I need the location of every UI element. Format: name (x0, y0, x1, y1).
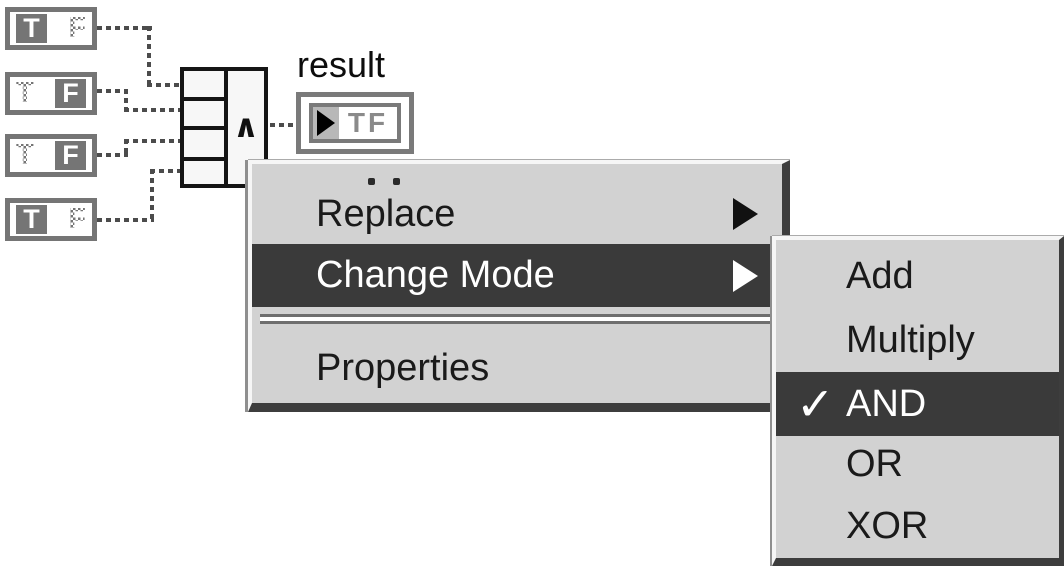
menu-item-properties[interactable]: Properties (252, 340, 782, 396)
menu-separator (260, 314, 774, 324)
wire-segment[interactable] (124, 89, 128, 112)
output-arrow-icon (317, 110, 335, 136)
menu-item-label: Replace (316, 192, 456, 235)
wire-segment[interactable] (124, 108, 184, 112)
node-input-divider (184, 97, 224, 101)
menu-item-label: Change Mode (316, 254, 555, 296)
result-terminal-frame: TF (309, 103, 401, 143)
and-operator-icon: ∧ (233, 107, 259, 145)
context-menu: Replace Change Mode Properties (248, 160, 790, 412)
boolean-false-box: F (55, 141, 86, 170)
result-label: result (297, 44, 386, 85)
boolean-true-dimmed: T (16, 77, 34, 109)
submenu-item-xor[interactable]: XOR (776, 498, 1059, 554)
submenu-item-label: Add (846, 254, 914, 297)
submenu-item-add[interactable]: Add (776, 248, 1059, 304)
boolean-constant-3-false[interactable]: T F (5, 134, 97, 177)
submenu-item-label: AND (846, 382, 927, 425)
boolean-true-dimmed: T (16, 139, 34, 171)
wire-segment[interactable] (150, 169, 184, 173)
wire-segment[interactable] (124, 139, 128, 157)
wire-segment[interactable] (97, 218, 154, 222)
menu-item-change-mode[interactable]: Change Mode (252, 244, 782, 307)
boolean-constant-2-false[interactable]: T F (5, 72, 97, 115)
change-mode-submenu: Add Multiply ✓ AND OR XOR (772, 236, 1064, 566)
boolean-constant-4-true[interactable]: T F (5, 198, 97, 241)
wire-segment[interactable] (150, 169, 154, 222)
boolean-true-box: T (16, 14, 47, 43)
boolean-true-box: T (16, 205, 47, 234)
submenu-item-label: Multiply (846, 318, 975, 361)
node-input-divider (184, 157, 224, 161)
wire-segment[interactable] (124, 139, 184, 143)
submenu-item-multiply[interactable]: Multiply (776, 312, 1059, 368)
wire-segment[interactable] (147, 26, 151, 87)
result-boolean-indicator[interactable]: TF (296, 92, 414, 154)
terminal-type-text: TF (347, 107, 389, 138)
wire-segment[interactable] (97, 89, 128, 93)
wire-segment-output[interactable] (270, 123, 298, 127)
submenu-item-or[interactable]: OR (776, 436, 1059, 492)
submenu-item-and[interactable]: ✓ AND (776, 372, 1059, 436)
truncated-item-dot (393, 178, 400, 185)
boolean-constant-1-true[interactable]: T F (5, 7, 97, 50)
wire-segment[interactable] (97, 153, 128, 157)
boolean-false-box: F (55, 79, 86, 108)
terminal-direction-cell (313, 107, 339, 139)
checkmark-icon: ✓ (796, 377, 835, 431)
node-column-divider (224, 71, 228, 184)
menu-item-label: Properties (316, 346, 490, 389)
menu-item-replace[interactable]: Replace (252, 188, 782, 240)
node-input-divider (184, 126, 224, 130)
submenu-item-label: XOR (846, 504, 929, 547)
boolean-false-dimmed: F (68, 12, 86, 44)
submenu-arrow-icon (733, 198, 758, 230)
wire-segment[interactable] (97, 26, 152, 30)
boolean-false-dimmed: F (68, 203, 86, 235)
submenu-arrow-icon (733, 259, 758, 292)
wire-segment[interactable] (147, 83, 184, 87)
submenu-item-label: OR (846, 442, 903, 485)
truncated-item-dot (368, 178, 375, 185)
